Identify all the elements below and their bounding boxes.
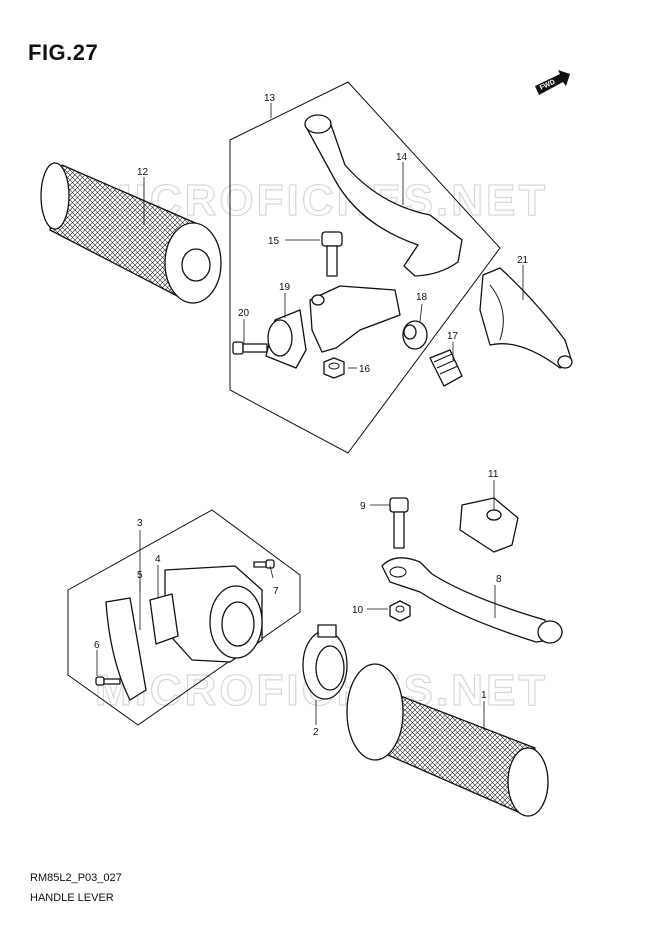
callout-9: 9 (360, 501, 366, 512)
callout-labels: 1 2 3 4 5 6 7 8 9 10 11 12 13 14 15 16 1… (94, 93, 529, 738)
part-16-nut (323, 357, 345, 379)
drawing-code: RM85L2_P03_027 (30, 872, 122, 884)
callout-12: 12 (137, 167, 149, 178)
callout-13: 13 (264, 93, 276, 104)
callout-17: 17 (447, 331, 459, 342)
group-box-13 (229, 81, 501, 454)
callout-10: 10 (352, 605, 364, 616)
callout-11: 11 (488, 469, 499, 480)
part-20-screw (232, 341, 268, 355)
part-21-lever-cover (479, 267, 573, 369)
callout-3: 3 (137, 518, 143, 529)
part-10-nut (389, 600, 411, 622)
group-box-3 (67, 509, 301, 726)
callout-1: 1 (481, 690, 487, 701)
callout-5: 5 (137, 570, 143, 581)
figure-caption: HANDLE LEVER (30, 892, 114, 904)
callout-18: 18 (416, 292, 428, 303)
part-17-adjuster-bolt (429, 349, 463, 387)
part-2-throttle-tube (302, 624, 348, 700)
part-4-clamp (149, 593, 179, 645)
part-18-adjuster (402, 320, 428, 350)
part-14-clutch-lever (304, 114, 463, 277)
part-15-bolt (321, 231, 343, 277)
part-5-cover (105, 597, 147, 701)
callout-20: 20 (238, 308, 250, 319)
fwd-arrow-icon: FWD (535, 70, 570, 95)
part-1-right-grip (346, 663, 549, 817)
part-8-brake-lever (381, 557, 563, 644)
leader-lines (96, 103, 524, 730)
callout-21: 21 (517, 255, 529, 266)
part-12-left-grip (40, 162, 222, 304)
part-11-lever-cover (459, 497, 519, 553)
figure-title: FIG.27 (28, 40, 99, 65)
part-7-screw (253, 559, 275, 569)
part-6-screw (95, 676, 121, 686)
lever-holder-bracket (309, 285, 401, 353)
part-4-throttle-housing (164, 565, 263, 663)
callout-14: 14 (396, 152, 408, 163)
callout-16: 16 (359, 364, 371, 375)
callout-8: 8 (496, 574, 502, 585)
callout-7: 7 (273, 586, 279, 597)
part-19-clamp (265, 309, 307, 369)
callout-15: 15 (268, 236, 280, 247)
callout-2: 2 (313, 727, 319, 738)
callout-6: 6 (94, 640, 100, 651)
callout-4: 4 (155, 554, 161, 565)
part-9-bolt (389, 497, 409, 549)
callout-19: 19 (279, 282, 291, 293)
